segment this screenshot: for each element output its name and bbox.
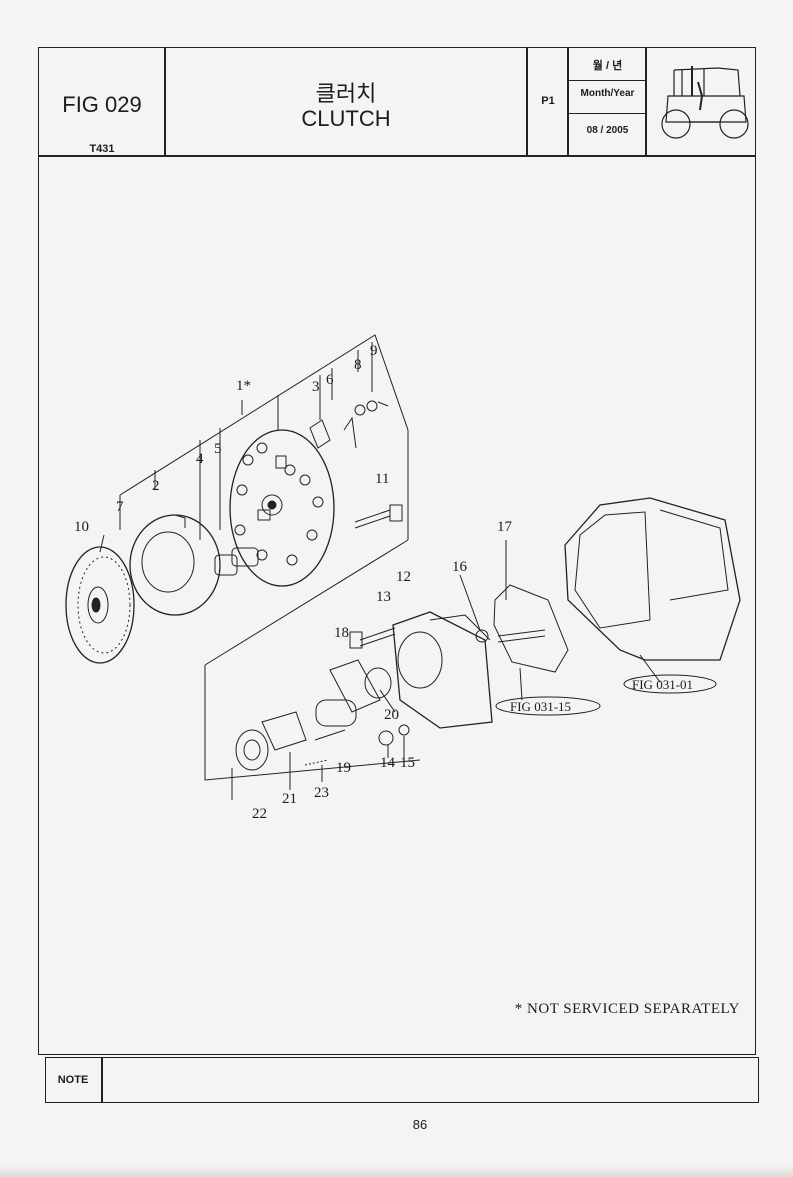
title-english: CLUTCH xyxy=(301,106,391,131)
page-frame xyxy=(38,47,756,1055)
title-korean: 클러치 xyxy=(315,81,377,106)
callout-label: 17 xyxy=(497,519,513,535)
stud-16 xyxy=(497,629,546,643)
o-ring-20 xyxy=(364,667,392,699)
callout-label: 9 xyxy=(370,343,378,359)
callout-label: 8 xyxy=(354,357,362,373)
callout-label: 15 xyxy=(400,755,415,771)
month-year-divider xyxy=(567,80,645,81)
nut-14 xyxy=(378,730,394,746)
ref-oval-031-15 xyxy=(495,696,601,716)
callout-label: 12 xyxy=(396,569,411,585)
spring-23 xyxy=(304,759,329,766)
callout-label: 2 xyxy=(152,478,160,494)
group-bracket xyxy=(119,334,409,540)
callout-label: 20 xyxy=(384,707,399,723)
figure-number: FIG 029 xyxy=(62,92,142,117)
callout-label: 18 xyxy=(334,625,349,641)
header-col-divider xyxy=(164,47,166,157)
tractor-icon xyxy=(661,66,749,139)
month-year-divider xyxy=(567,113,645,114)
header-col-divider xyxy=(567,47,569,157)
bolt-head-13 xyxy=(349,631,363,649)
callout-label: 21 xyxy=(282,791,297,807)
drive-plate xyxy=(229,429,335,587)
ref-oval-031-01 xyxy=(623,674,717,694)
model-code: T431 xyxy=(89,143,115,155)
page-number: 86 xyxy=(412,1117,428,1132)
callout-label: 3 xyxy=(312,379,320,395)
ref-label-031-15: FIG 031-15 xyxy=(510,699,571,714)
ref-label-031-01: FIG 031-01 xyxy=(632,677,693,692)
washer-15 xyxy=(398,724,410,736)
pressure-plate xyxy=(129,514,221,616)
callout-label: 13 xyxy=(376,589,391,605)
callout-label: 16 xyxy=(452,559,468,575)
callout-label: 10 xyxy=(74,519,89,535)
callout-label: 4 xyxy=(196,451,204,467)
scan-edge xyxy=(0,1165,793,1177)
callout-label: 5 xyxy=(214,441,222,457)
issue-date: 08 / 2005 xyxy=(586,125,629,136)
header-col-divider xyxy=(526,47,528,157)
callout-label: 23 xyxy=(314,785,329,801)
bolt-11 xyxy=(354,504,403,529)
callout-label: 6 xyxy=(326,372,334,388)
note-divider xyxy=(101,1057,103,1103)
month-year-label: Month/Year xyxy=(580,88,635,99)
callout-label: 19 xyxy=(336,760,351,776)
callout-label: 22 xyxy=(252,806,267,822)
header-col-divider xyxy=(645,47,647,157)
callout-label: 14 xyxy=(380,755,396,771)
callout-label: 1* xyxy=(236,378,251,394)
note-label: NOTE xyxy=(57,1074,89,1086)
release-carrier xyxy=(315,659,381,727)
header-divider xyxy=(38,155,756,157)
springs xyxy=(214,547,259,576)
bolt-19 xyxy=(314,729,346,741)
month-year-korean: 월 / 년 xyxy=(592,60,623,72)
clutch-housing xyxy=(392,611,493,729)
footnote: * NOT SERVICED SEPARATELY xyxy=(514,1001,740,1017)
lever-parts xyxy=(309,400,389,449)
callout-label: 11 xyxy=(375,471,389,487)
gasket-17 xyxy=(493,584,569,673)
release-bearing xyxy=(235,711,307,771)
bolt-13 xyxy=(359,627,396,647)
callout-label: 7 xyxy=(116,499,124,515)
page-code: P1 xyxy=(541,95,555,107)
transmission-case xyxy=(564,497,741,661)
clutch-disc xyxy=(65,546,135,664)
note-box xyxy=(45,1057,759,1103)
